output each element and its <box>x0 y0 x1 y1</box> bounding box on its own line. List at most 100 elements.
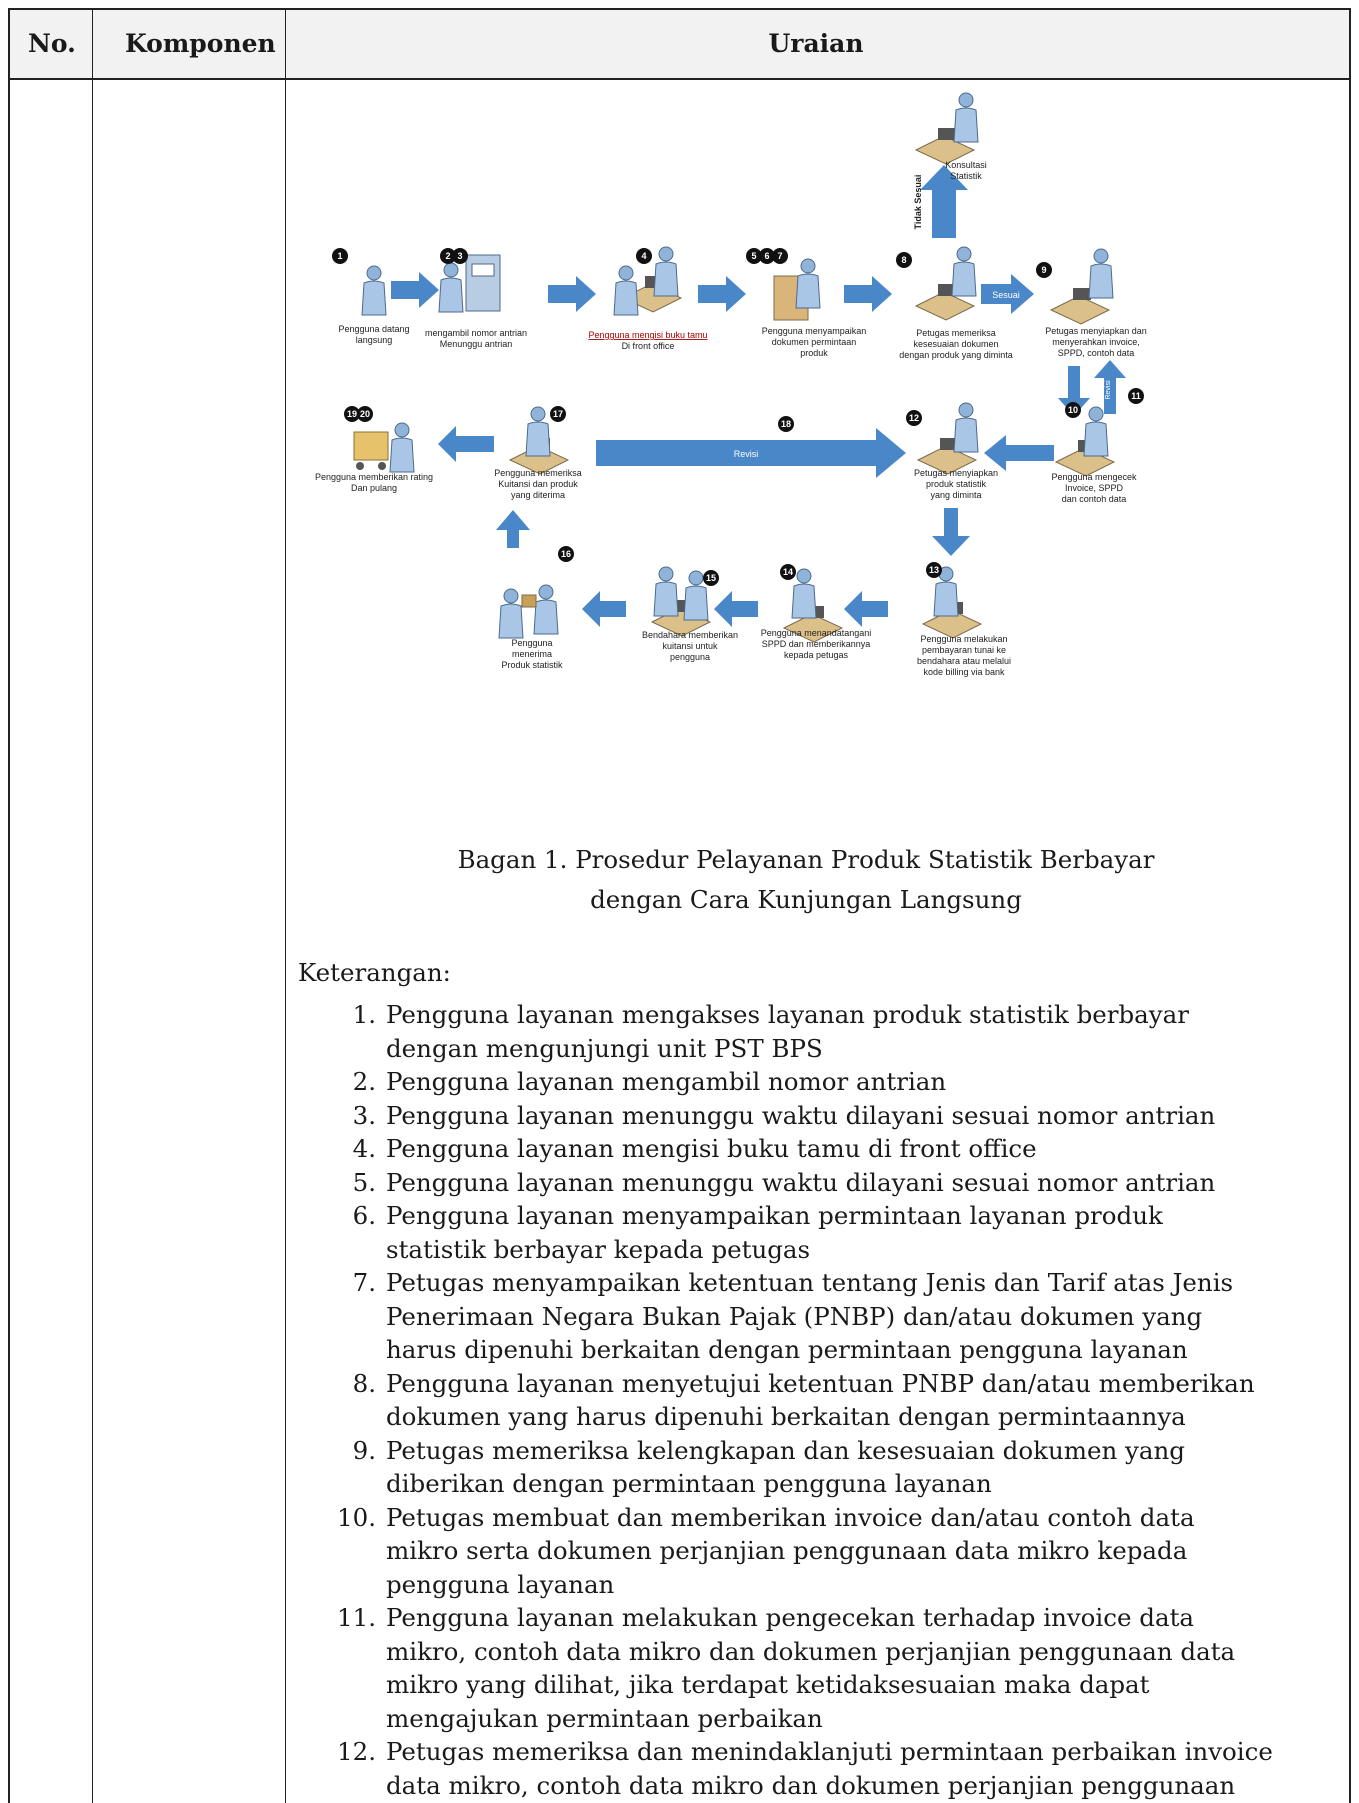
list-item-line: Pengguna layanan menunggu waktu dilayani… <box>386 1167 1216 1197</box>
header-komponen: Komponen <box>125 29 276 58</box>
procedure-table: No. Komponen Uraian <box>8 8 1351 1803</box>
list-item-line: Pengguna layanan mengisi buku tamu di fr… <box>386 1134 1037 1163</box>
keterangan-label: Keterangan: <box>298 958 451 987</box>
diagram-label: yang diterima <box>511 490 565 500</box>
list-item-number: 8. <box>352 1368 376 1398</box>
step-badge <box>332 248 348 264</box>
diagram-label: SPPD dan memberikannya <box>762 639 871 649</box>
step-badge-number: 5 <box>751 251 756 261</box>
list-item: 9. Petugas memeriksa kelengkapan dan kese… <box>298 1434 1343 1501</box>
diagram-label: kode billing via bank <box>923 667 1005 677</box>
diagram-label: Produk statistik <box>501 660 563 670</box>
list-item-number: 2. <box>352 1067 376 1096</box>
flow-arrow-up <box>1094 360 1126 414</box>
list-item-text: Pengguna layanan menunggu waktu dilayani… <box>386 1166 1343 1200</box>
diagram-label: langsung <box>356 335 393 345</box>
list-item: 7. Petugas menyampaikan ketentuan tentang… <box>298 1266 1343 1367</box>
diagram-label: Petugas memeriksa <box>916 328 996 338</box>
list-item-line: mikro yang dilihat, jika terdapat ketida… <box>386 1670 1150 1699</box>
flow-arrow <box>582 591 626 627</box>
diagram-label: Statistik <box>950 171 982 181</box>
step-badge-number: 20 <box>360 409 370 419</box>
diagram-label: Bendahara memberikan <box>642 630 738 640</box>
list-item-number: 5. <box>352 1167 376 1197</box>
header-uraian: Uraian <box>768 29 864 58</box>
list-item-line: mengajukan permintaan perbaikan <box>386 1703 823 1733</box>
list-item-line: Pengguna layanan menyetujui ketentuan PN… <box>386 1368 1255 1398</box>
diagram-caption: Bagan 1. Prosedur Pelayanan Produk Stati… <box>276 840 1336 920</box>
list-item: 2. Pengguna layanan mengambil nomor antri… <box>298 1065 1343 1099</box>
list-item: 11.Pengguna layanan melakukan pengecekan… <box>298 1601 1343 1735</box>
document-check-icon <box>915 246 977 321</box>
cashier-icon <box>651 566 711 637</box>
sesuai-label: Sesuai <box>992 290 1020 300</box>
list-item-number: 7. <box>352 1268 376 1297</box>
list-item-line: Pengguna layanan menyampaikan permintaan… <box>386 1201 1163 1230</box>
caption-line-2: dengan Cara Kunjungan Langsung <box>590 885 1022 914</box>
diagram-label: Dan pulang <box>351 483 397 493</box>
step-badge-number: 8 <box>901 255 906 265</box>
step-badge <box>550 406 566 422</box>
list-item: 1. Pengguna layanan mengakses layanan pro… <box>298 998 1343 1065</box>
step-badge <box>1036 262 1052 278</box>
flow-arrow <box>844 276 892 312</box>
diagram-label: yang diminta <box>930 490 981 500</box>
list-item-line: Petugas menyampaikan ketentuan tentang J… <box>386 1268 1234 1297</box>
list-item-number: 3. <box>352 1100 376 1130</box>
step-badge <box>558 546 574 562</box>
list-item-number: 9. <box>352 1435 376 1465</box>
list-item-line: mikro, contoh data mikro dan dokumen per… <box>386 1636 1236 1666</box>
list-item-number: 11. <box>337 1603 376 1632</box>
list-item: 12. Petugas memeriksa dan menindaklanjuti… <box>298 1735 1343 1802</box>
diagram-label: kepada petugas <box>784 650 849 660</box>
list-item-text: Pengguna layanan mengambil nomor antrian <box>386 1065 1343 1099</box>
diagram-label: Pengguna menandatangani <box>761 628 872 638</box>
list-item-line: diberikan dengan permintaan pengguna lay… <box>386 1469 992 1498</box>
diagram-label: pengguna <box>670 652 710 662</box>
diagram-label: Pengguna mengecek <box>1051 472 1137 482</box>
list-item-line: Petugas memeriksa dan menindaklanjuti pe… <box>386 1737 1273 1766</box>
list-item-number: 1. <box>352 1000 376 1029</box>
step-badge-number: 1 <box>337 251 342 261</box>
step-badge <box>344 406 360 422</box>
step-badge <box>778 416 794 432</box>
list-item: 10.Petugas membuat dan memberikan invoic… <box>298 1501 1343 1602</box>
column-divider <box>92 10 93 1803</box>
list-item: 4.Pengguna layanan mengisi buku tamu di … <box>298 1132 1343 1166</box>
list-item-text: Pengguna layanan mengisi buku tamu di fr… <box>386 1132 1343 1166</box>
diagram-label: Konsultasi <box>945 160 987 170</box>
diagram-label: Pengguna melakukan <box>920 634 1007 644</box>
flow-arrow-up <box>496 510 530 548</box>
revisi-arrow <box>596 428 906 478</box>
keterangan-list: 1. Pengguna layanan mengakses layanan pro… <box>298 998 1343 1802</box>
diagram-label: dan contoh data <box>1062 494 1127 504</box>
step-badge-number: 7 <box>777 251 782 261</box>
column-divider <box>285 10 286 1803</box>
list-item-text: Petugas memeriksa dan menindaklanjuti pe… <box>386 1735 1343 1802</box>
list-item: 8. Pengguna layanan menyetujui ketentuan … <box>298 1367 1343 1434</box>
step-badge-number: 2 <box>445 251 450 261</box>
step-badge-number: 15 <box>706 573 716 583</box>
shopping-cart-icon <box>353 422 415 473</box>
step-badge <box>1128 388 1144 404</box>
flow-arrow <box>438 426 494 462</box>
list-item-line: Petugas membuat dan memberikan invoice d… <box>386 1502 1195 1532</box>
list-item-text: Pengguna layanan mengakses layanan produ… <box>386 998 1343 1065</box>
list-item-number: 12. <box>337 1737 376 1766</box>
list-item-text: Pengguna layanan menyetujui ketentuan PN… <box>386 1367 1343 1434</box>
step-badge <box>746 248 762 264</box>
flow-arrow-up <box>920 165 968 238</box>
step-badge-number: 3 <box>457 251 462 261</box>
diagram-label: Pengguna datang <box>338 324 409 334</box>
list-item-line: Penerimaan Negara Bukan Pajak (PNBP) dan… <box>386 1301 1203 1331</box>
list-item-text: Petugas memeriksa kelengkapan dan kesesu… <box>386 1434 1343 1501</box>
step-badge <box>1065 402 1081 418</box>
list-item-line: Pengguna layanan menunggu waktu dilayani… <box>386 1100 1216 1130</box>
step-badge-number: 16 <box>561 549 571 559</box>
step-badge <box>703 570 719 586</box>
diagram-label: kesesuaian dokumen <box>913 339 998 349</box>
list-item-line: dokumen yang harus dipenuhi berkaitan de… <box>386 1402 1186 1431</box>
step-badge-number: 14 <box>783 567 793 577</box>
